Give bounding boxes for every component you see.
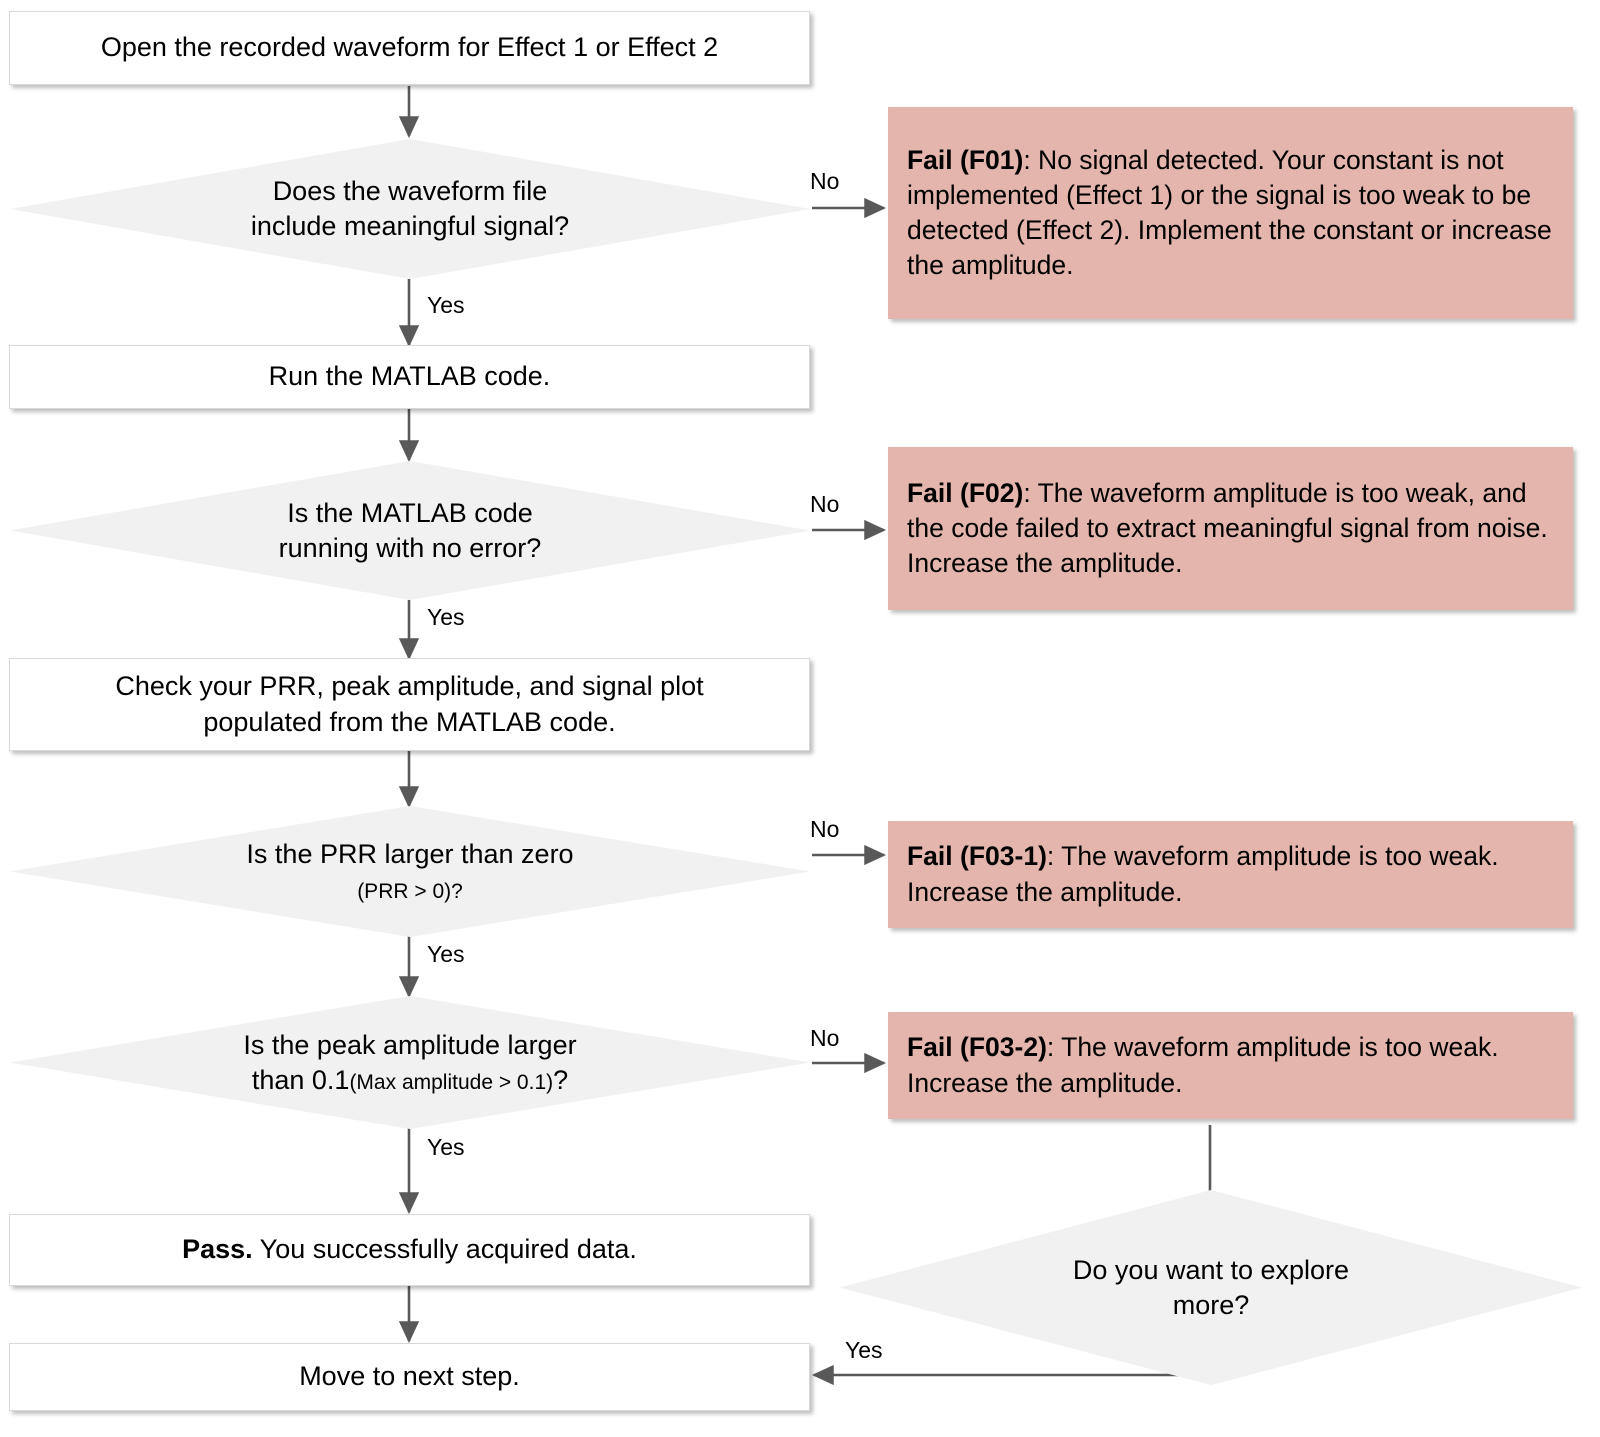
node-run-matlab[interactable]: Run the MATLAB code. (9, 345, 810, 409)
node-decision-prr-positive-label: Is the PRR larger than zero (PRR > 0)? (114, 837, 706, 906)
node-pass[interactable]: Pass. You successfully acquired data. (9, 1214, 810, 1286)
node-next-step[interactable]: Move to next step. (9, 1343, 810, 1411)
decision-line-2: more? (1172, 1289, 1250, 1320)
node-decision-explore-more-label: Do you want to explore more? (936, 1253, 1485, 1322)
node-fail-f03-2-text: Fail (F03-2): The waveform amplitude is … (907, 1030, 1556, 1100)
decision-line-1: Is the peak amplitude larger (243, 1029, 577, 1060)
node-fail-f02-text: Fail (F02): The waveform amplitude is to… (907, 476, 1556, 582)
node-fail-f01[interactable]: Fail (F01): No signal detected. Your con… (888, 107, 1573, 319)
node-check-prr-label: Check your PRR, peak amplitude, and sign… (115, 669, 703, 739)
node-decision-matlab-no-error[interactable]: Is the MATLAB code running with no error… (10, 461, 810, 600)
decision-line-1: Is the PRR larger than zero (246, 838, 574, 869)
node-check-prr[interactable]: Check your PRR, peak amplitude, and sign… (9, 658, 810, 751)
edge-label-d1-no: No (810, 168, 840, 194)
node-decision-explore-more[interactable]: Do you want to explore more? (840, 1190, 1582, 1385)
edge-label-d3-no: No (810, 816, 840, 842)
decision-line-2-sub: (Max amplitude > 0.1) (349, 1070, 554, 1094)
edge-label-d2-yes: Yes (427, 604, 465, 630)
node-fail-f03-2[interactable]: Fail (F03-2): The waveform amplitude is … (888, 1012, 1573, 1119)
node-pass-bold: Pass. (182, 1234, 253, 1265)
node-fail-f03-2-message: : The waveform amplitude is too weak. In… (907, 1032, 1499, 1098)
node-decision-peak-amplitude[interactable]: Is the peak amplitude larger than 0.1(Ma… (10, 996, 810, 1129)
node-fail-f01-text: Fail (F01): No signal detected. Your con… (907, 143, 1556, 284)
decision-line-1: Do you want to explore (1072, 1254, 1350, 1285)
node-decision-meaningful-signal-label: Does the waveform file include meaningfu… (114, 174, 706, 243)
decision-line-2: running with no error? (278, 532, 542, 563)
node-fail-f03-1-text: Fail (F03-1): The waveform amplitude is … (907, 839, 1556, 909)
decision-line-2: (PRR > 0)? (357, 879, 463, 903)
node-fail-f01-code: Fail (F01) (907, 144, 1024, 175)
node-fail-f03-1-code: Fail (F03-1) (907, 841, 1047, 872)
edge-label-d1-yes: Yes (427, 292, 465, 318)
node-next-step-label: Move to next step. (299, 1361, 520, 1392)
decision-line-2-end: ? (553, 1064, 569, 1095)
node-pass-label: Pass. You successfully acquired data. (182, 1232, 637, 1267)
edge-label-d4-yes: Yes (427, 1134, 465, 1160)
node-fail-f01-message: : No signal detected. Your constant is n… (907, 144, 1552, 281)
node-decision-meaningful-signal[interactable]: Does the waveform file include meaningfu… (10, 139, 810, 279)
decision-line-1: Does the waveform file (272, 176, 548, 207)
check-line-1: Check your PRR, peak amplitude, and sign… (115, 671, 704, 702)
node-decision-matlab-no-error-label: Is the MATLAB code running with no error… (114, 496, 706, 565)
node-fail-f03-1-message: : The waveform amplitude is too weak. In… (907, 841, 1499, 907)
decision-line-2-main: than 0.1 (251, 1064, 350, 1095)
node-fail-f02-code: Fail (F02) (907, 477, 1024, 508)
node-run-matlab-label: Run the MATLAB code. (268, 361, 551, 392)
node-decision-prr-positive[interactable]: Is the PRR larger than zero (PRR > 0)? (10, 806, 810, 937)
edge-label-d3-yes: Yes (427, 941, 465, 967)
edge-label-d2-no: No (810, 491, 840, 517)
edge-label-d4-no: No (810, 1025, 840, 1051)
edge-label-d5-yes: Yes (845, 1337, 883, 1363)
decision-line-2: include meaningful signal? (250, 211, 570, 241)
node-fail-f02-message: : The waveform amplitude is too weak, an… (907, 477, 1548, 579)
node-open-waveform[interactable]: Open the recorded waveform for Effect 1 … (9, 11, 810, 85)
decision-line-1: Is the MATLAB code (287, 497, 533, 528)
check-line-2: populated from the MATLAB code. (203, 706, 616, 737)
node-decision-peak-amplitude-label: Is the peak amplitude larger than 0.1(Ma… (114, 1028, 706, 1097)
node-pass-rest: You successfully acquired data. (252, 1234, 637, 1265)
node-open-waveform-label: Open the recorded waveform for Effect 1 … (100, 32, 719, 63)
node-fail-f03-2-code: Fail (F03-2) (907, 1032, 1047, 1063)
node-fail-f02[interactable]: Fail (F02): The waveform amplitude is to… (888, 447, 1573, 610)
node-fail-f03-1[interactable]: Fail (F03-1): The waveform amplitude is … (888, 821, 1573, 928)
